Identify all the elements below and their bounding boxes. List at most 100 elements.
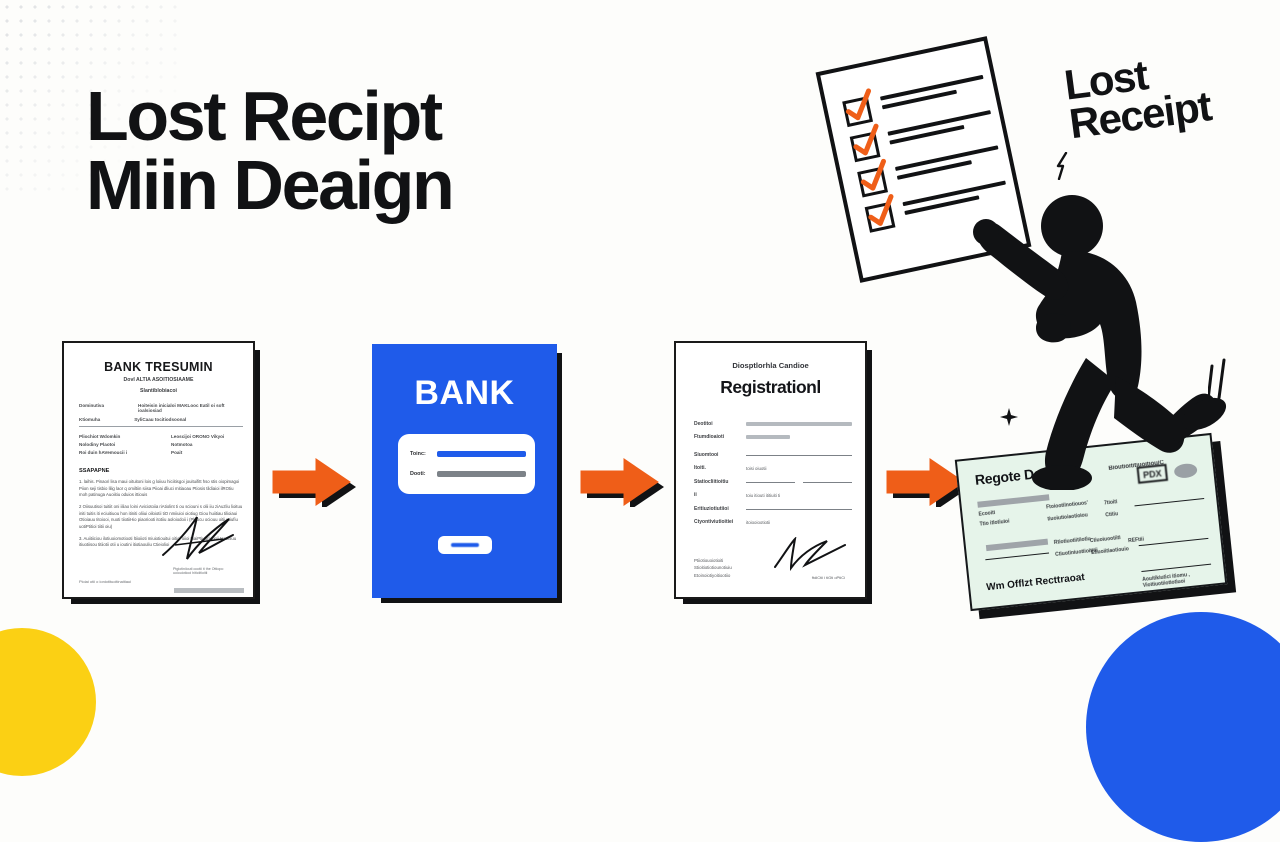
doc3-field-label: ii	[694, 492, 697, 498]
doc1-signature-icon	[162, 516, 234, 560]
doc1-field-label: Roi duin hAVemoucii i	[79, 450, 128, 455]
doc3-field-label: Ctyontiviutioitiei	[694, 519, 734, 525]
orange-check-icon	[853, 123, 879, 156]
blue-circle-decoration	[1086, 612, 1280, 842]
doc3-footer: Ptiiotiouoiotioiti Stioitiotiotiounotiui…	[694, 557, 732, 579]
sparkle-icon	[1000, 408, 1018, 426]
page-title-line-1: Lost Recipt	[86, 77, 443, 155]
orange-check-icon	[868, 194, 894, 226]
check-text: Ecooiti	[978, 509, 996, 518]
doc1-terms-list: 1. laihis. Pinaori lisa maui oituitoni l…	[79, 479, 243, 554]
bank-card-fields-box: Toinc: Dooti:	[398, 434, 535, 494]
doc3-field-line	[746, 454, 852, 456]
doc3-field-value: itoiooiootiotii	[746, 519, 771, 525]
doc3-field-label: Statiocliitioitiu	[694, 479, 729, 485]
doc3-title: Registrationl	[720, 377, 821, 397]
bank-row-bar	[437, 471, 526, 477]
doc3-field: Eritiuziotiutiioi	[694, 506, 852, 512]
doc3-fields: Deotitoi Ftumdioaioti Siuomtooi ltoiti.t…	[694, 421, 852, 532]
doc1-field-label: Pliochiot Wdomkin	[79, 434, 121, 439]
doc1-term-item: 3. Auiitiiciou ilotiuoiomotiooti ltiioii…	[79, 535, 237, 548]
doc3-field-label: ltoiti.	[694, 465, 706, 471]
lost-receipt-callout: Lost Receipt	[1061, 43, 1251, 147]
bank-row-label: Dooti:	[410, 471, 426, 477]
doc3-field-label: Ftumdioaioti	[694, 434, 724, 440]
doc3-footer-line: Ptiiotiouoiotioiti	[694, 557, 724, 563]
check-write-line	[985, 552, 1050, 561]
doc3-field: ltoiti.toisi oiuotii	[694, 465, 852, 471]
doc1-signature-caption: Ptgiotiniiouti oootii ti the Ottiopo uoi…	[173, 567, 224, 575]
doc1-field-value: Leoscijoi ORONO Vikyoi	[171, 434, 225, 439]
checklist-paper[interactable]	[815, 36, 1032, 283]
doc3-field-line	[746, 481, 795, 483]
doc1-section-heading: SSAPAPNE	[79, 468, 110, 474]
check-bottom-text: Wm Offlzt Recttraoat	[985, 571, 1086, 594]
orange-check-icon	[845, 88, 872, 121]
card-strip-icon[interactable]	[437, 536, 492, 554]
doc3-signature-icon	[774, 537, 846, 571]
doc1-term-item: 1. laihis. Pinaori lisa maui oituitoni l…	[79, 479, 240, 498]
doc3-footer-line: Stioitiotiotiounotiuiu	[694, 565, 732, 571]
doc3-signature-name: ftdiCtii i tiGti oPtiCi	[811, 575, 845, 580]
doc3-field: Ftumdioaioti	[694, 434, 852, 440]
bank-card-row: Dooti:	[410, 471, 526, 477]
check-text: tiuoiutioiaotioiou	[1047, 512, 1089, 523]
bank-card-row: Toinc:	[410, 451, 526, 457]
checklist-item[interactable]	[842, 71, 990, 130]
doc3-field-bar	[746, 434, 790, 440]
doc3-field-line	[746, 508, 852, 510]
doc3-field-label: Eritiuziotiutiioi	[694, 506, 729, 512]
arrow-right-icon	[886, 458, 970, 507]
doc1-subtitle-2: Slantiblobiacoi	[140, 388, 177, 394]
checklist-item[interactable]	[864, 177, 1013, 236]
check-text: Ctitiu	[1105, 511, 1119, 519]
check-text: Ctiuoiuootiiti	[1089, 535, 1121, 545]
doc3-overline: Diosptlorhla Candioe	[732, 361, 809, 370]
checklist-item[interactable]	[857, 142, 1005, 201]
arrow-right-icon	[272, 458, 356, 507]
checklist-item[interactable]	[849, 107, 998, 166]
check-write-line	[1138, 537, 1209, 547]
doc1-field-value: Poait	[171, 450, 183, 455]
doc1-term-item: 2 Oiisuutisoi tuitiit oni iiliao loini A…	[79, 503, 243, 529]
check-text: Ttio itlotiuioi	[979, 518, 1010, 528]
doc1-title: BANK TRESUMIN	[104, 360, 213, 374]
doc3-footer-line: Etoinoiotiyoitiootiio	[694, 572, 731, 578]
motion-lines-icon	[1208, 358, 1226, 402]
doc3-field-value: toiu itiouti ititiuiti ti	[746, 492, 781, 498]
doc1-field-label: Nolodiny Plaotoi	[79, 442, 116, 447]
card-strip-glyph	[450, 543, 479, 547]
lightning-bolt-icon	[1056, 152, 1068, 180]
bank-card[interactable]: BANK Toinc: Dooti:	[372, 344, 562, 603]
doc1-meta-value: Hoiteisin inicialoi MAKLooc Eatil oi sof…	[138, 403, 225, 413]
doc3-field-label: Siuomtooi	[694, 452, 719, 458]
doc1-divider	[79, 426, 243, 427]
bank-card-title: BANK	[414, 374, 515, 412]
doc1-meta-value: SyliCaau tocitiodsoonal	[134, 417, 187, 422]
orange-check-icon	[860, 158, 887, 191]
registration-document[interactable]: Diosptlorhla Candioe Registrationl Deoti…	[674, 341, 872, 604]
bank-row-label: Toinc:	[410, 451, 426, 457]
bank-statement-document[interactable]: BANK TRESUMIN Dovl ALTIA ASOITIOSIAAME S…	[62, 341, 260, 604]
doc3-field: ii toiu itiouti ititiuiti ti	[694, 492, 852, 498]
check-redaction-bar	[985, 538, 1049, 552]
check-text: 7tioiti	[1103, 499, 1118, 507]
check-text: REFtiii	[1127, 536, 1145, 545]
checklist-item-lines	[879, 74, 986, 114]
doc1-field-value: Notmotoa	[171, 442, 193, 447]
doc3-field: Statiocliitioitiu	[694, 479, 852, 485]
doc3-field: Deotitoi	[694, 421, 852, 427]
yellow-circle-decoration	[0, 628, 96, 776]
bank-row-bar	[437, 451, 526, 457]
doc3-field: Ctyontiviutioitiei itoiooiootiotii	[694, 519, 852, 525]
doc3-field-bar	[746, 421, 852, 427]
check-text: Ftoiootilnotiouos'	[1045, 500, 1089, 511]
check-text: Rtiotiuotiitiiotiu	[1053, 536, 1092, 546]
page-title: Lost Recipt Miin Deaign	[86, 81, 455, 225]
page-title-line-2: Miin Deaign	[86, 146, 455, 225]
dot-grid-pattern	[0, 0, 185, 200]
doc1-redaction-bar	[174, 588, 244, 593]
